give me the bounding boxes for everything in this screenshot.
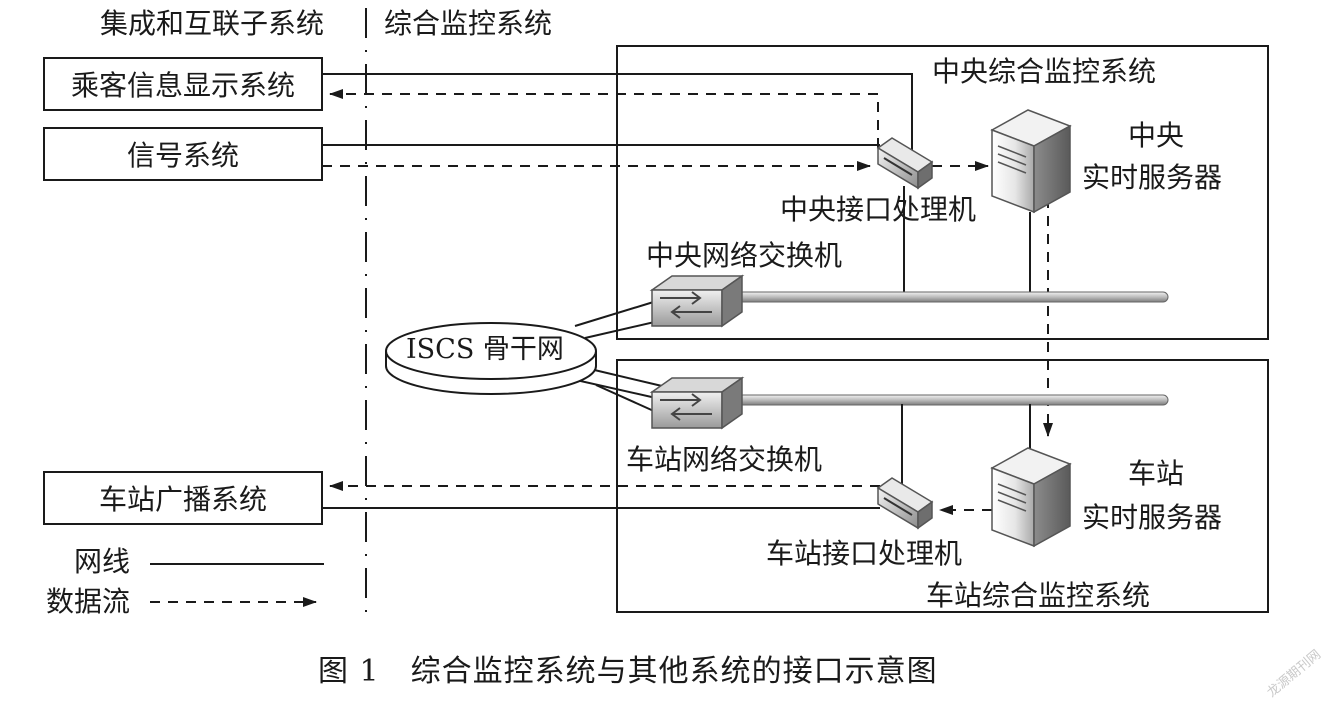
header-integration-subsystem: 集成和互联子系统 — [100, 7, 325, 40]
pis-box — [43, 57, 323, 111]
figure-caption: 图 1 综合监控系统与其他系统的接口示意图 — [318, 654, 938, 689]
station-interface-processor-icon — [876, 477, 934, 530]
central-network-lines — [322, 73, 1031, 339]
legend-data-flow-label: 数据流 — [46, 585, 131, 618]
broadcast-box — [43, 471, 323, 525]
central-region-box — [616, 45, 1269, 340]
station-switch-label: 车站网络交换机 — [626, 443, 823, 476]
station-switch-icon — [649, 376, 745, 430]
station-data-flow — [329, 481, 992, 515]
legend-network-line-label: 网线 — [74, 545, 131, 578]
central-server-label-line2: 实时服务器 — [1082, 161, 1223, 194]
broadcast-label: 车站广播系统 — [98, 483, 267, 516]
iscs-backbone-cylinder — [385, 322, 597, 395]
station-interface-label: 车站接口处理机 — [766, 537, 963, 570]
signal-label: 信号系统 — [126, 139, 239, 172]
central-bus — [737, 291, 1169, 303]
central-interface-label: 中央接口处理机 — [780, 193, 977, 226]
central-region-title: 中央综合监控系统 — [932, 55, 1157, 88]
central-switch-icon — [649, 274, 745, 328]
station-region-box — [616, 359, 1269, 613]
station-server-label-line1: 车站 — [1128, 457, 1185, 490]
central-server-label-line1: 中央 — [1128, 119, 1185, 152]
station-bus — [737, 394, 1169, 406]
station-server-label-line2: 实时服务器 — [1082, 501, 1223, 534]
station-network-lines — [322, 367, 1031, 509]
central-interface-processor-icon — [876, 137, 934, 190]
station-server-icon — [990, 447, 1072, 548]
pis-label: 乘客信息显示系统 — [70, 69, 295, 102]
header-iscs: 综合监控系统 — [384, 7, 553, 40]
central-server-icon — [990, 109, 1072, 214]
central-switch-label: 中央网络交换机 — [646, 239, 843, 272]
signal-box — [43, 127, 323, 181]
iscs-backbone-label: ISCS 骨干网 — [406, 334, 564, 365]
station-region-title: 车站综合监控系统 — [926, 579, 1151, 612]
